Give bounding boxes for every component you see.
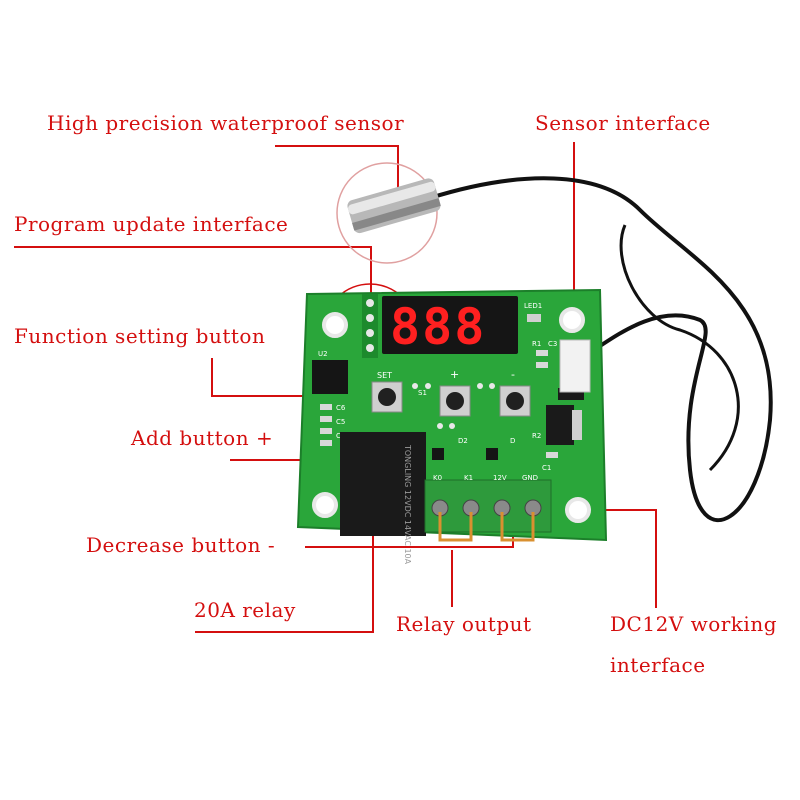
set-button[interactable] bbox=[371, 381, 403, 413]
sensor-cable-2 bbox=[619, 224, 740, 472]
dc12v-marker bbox=[500, 512, 535, 542]
label-sensor-interface: Sensor interface bbox=[535, 111, 711, 135]
label-dc12v-interface: interface bbox=[610, 653, 706, 677]
minus-label: - bbox=[511, 368, 515, 381]
pcb-board: 888 LED1 U2 C6 C5 C4 D2 D R2 R1 C3 C1 S1… bbox=[296, 288, 608, 565]
svg-text:R1: R1 bbox=[532, 340, 541, 348]
svg-text:U2: U2 bbox=[318, 350, 328, 358]
set-label: SET bbox=[377, 371, 392, 380]
led1-label: LED1 bbox=[524, 302, 542, 310]
svg-text:C6: C6 bbox=[336, 404, 346, 412]
label-program-update: Program update interface bbox=[14, 212, 289, 236]
display-digits: 888 bbox=[390, 298, 486, 356]
label-relay-output: Relay output bbox=[396, 612, 532, 636]
svg-text:C1: C1 bbox=[542, 464, 551, 472]
sensor-cable bbox=[429, 176, 773, 522]
svg-text:R2: R2 bbox=[532, 432, 541, 440]
label-dc12v: DC12V working bbox=[610, 612, 778, 636]
svg-text:K0: K0 bbox=[433, 474, 442, 482]
mount-hole-tl bbox=[322, 312, 348, 338]
waterproof-probe bbox=[347, 178, 441, 234]
relay-text: TONGLING 12VDC 14VAC 10A bbox=[403, 444, 412, 565]
mount-hole-bl bbox=[312, 492, 338, 518]
relay-output-marker bbox=[438, 512, 473, 542]
svg-text:D2: D2 bbox=[458, 437, 468, 445]
label-add-button: Add button + bbox=[131, 426, 274, 450]
svg-text:C3: C3 bbox=[548, 340, 557, 348]
label-decrease-button: Decrease button - bbox=[86, 533, 276, 557]
sensor-connector bbox=[559, 339, 591, 393]
label-function-setting: Function setting button bbox=[14, 324, 266, 348]
plus-label: + bbox=[450, 368, 459, 381]
svg-text:GND: GND bbox=[522, 474, 538, 482]
terminal-block bbox=[424, 479, 552, 533]
svg-text:K1: K1 bbox=[464, 474, 473, 482]
smd-components bbox=[320, 350, 558, 458]
sensor-highlight bbox=[336, 162, 438, 264]
chip-u2 bbox=[312, 360, 348, 394]
svg-text:12V: 12V bbox=[493, 474, 507, 482]
voltage-regulator bbox=[546, 405, 574, 445]
svg-text:S1: S1 bbox=[418, 389, 427, 397]
decrease-button[interactable] bbox=[499, 385, 531, 417]
led-display bbox=[382, 296, 518, 354]
mount-hole-tr bbox=[559, 307, 585, 333]
relay-20a: TONGLING 12VDC 14VAC 10A bbox=[340, 432, 426, 565]
add-button[interactable] bbox=[439, 385, 471, 417]
leader-sensor bbox=[275, 145, 399, 200]
label-relay: 20A relay bbox=[194, 598, 296, 622]
label-sensor: High precision waterproof sensor bbox=[47, 111, 405, 135]
svg-text:C5: C5 bbox=[336, 418, 345, 426]
mount-hole-br bbox=[565, 497, 591, 523]
svg-text:D: D bbox=[510, 437, 515, 445]
